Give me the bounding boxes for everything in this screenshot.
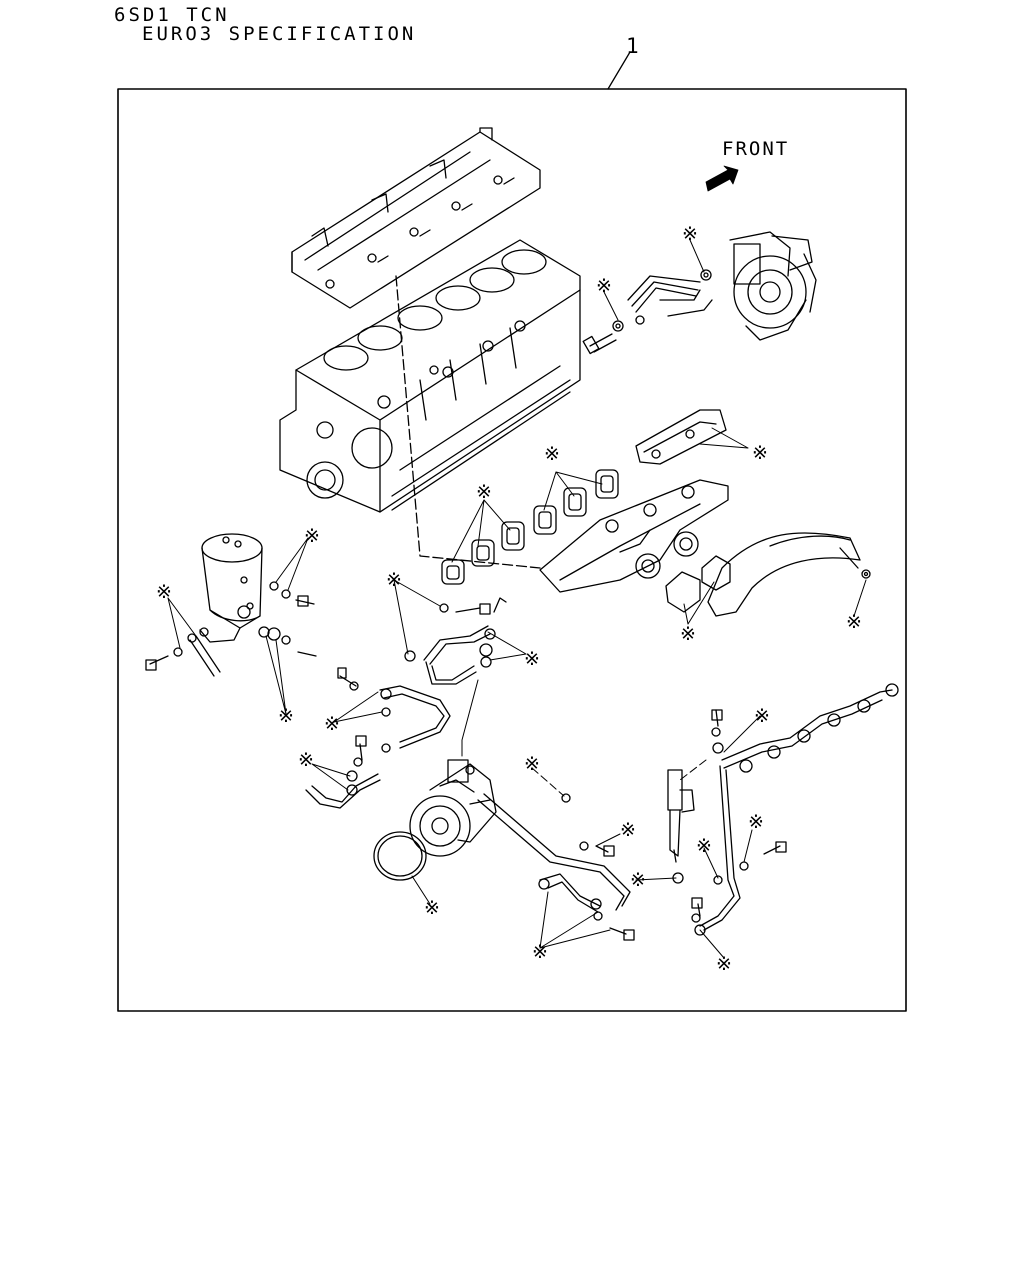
kit-marker: ※	[476, 481, 492, 503]
kit-marker: ※	[524, 753, 540, 775]
kit-marker: ※	[298, 749, 314, 771]
kit-marker: ※	[524, 648, 540, 670]
kit-marker: ※	[754, 705, 770, 727]
left-bolt-set	[145, 576, 317, 671]
cylinder-block	[279, 239, 581, 513]
kit-marker: ※	[680, 623, 696, 645]
item-number-callout: 1	[626, 34, 639, 58]
kit-marker: ※	[278, 705, 294, 727]
kit-marker: ※	[304, 525, 320, 547]
fuel-injection-pipes	[672, 683, 899, 936]
kit-marker: ※	[324, 713, 340, 735]
exhaust-manifold	[539, 479, 729, 593]
kit-marker: ※	[544, 443, 560, 465]
kit-marker: ※	[630, 869, 646, 891]
fuel-injector	[667, 769, 695, 863]
diagram-frame	[117, 88, 907, 1012]
kit-marker: ※	[696, 835, 712, 857]
exhaust-manifold-gasket	[635, 409, 727, 465]
kit-marker: ※	[682, 223, 698, 245]
oil-filter	[199, 533, 263, 643]
kit-marker: ※	[620, 819, 636, 841]
turbo-bolt-set	[582, 269, 712, 355]
air-compressor	[409, 759, 497, 857]
oil-return-pipe	[337, 667, 451, 749]
front-arrow-icon	[705, 165, 739, 192]
kit-marker: ※	[156, 581, 172, 603]
compressor-oring	[373, 831, 427, 881]
kit-leader-lines	[167, 239, 867, 959]
cylinder-head-gasket	[291, 127, 541, 309]
specification-title: EURO3 SPECIFICATION	[142, 23, 417, 45]
kit-marker: ※	[532, 941, 548, 963]
item-leader-line	[607, 51, 631, 90]
oil-pipe-left	[189, 635, 221, 677]
manifold-outlet-gaskets	[665, 555, 731, 613]
turbo-oil-pipes	[627, 275, 713, 317]
compressor-outlet-pipe	[477, 793, 635, 941]
intake-air-pipe	[707, 532, 871, 617]
turbocharger	[729, 231, 817, 341]
engine-model-title: 6SD1 TCN	[114, 4, 230, 26]
kit-marker: ※	[846, 611, 862, 633]
kit-markers: ※ ※ ※ ※ ※ ※ ※ ※ ※ ※ ※ ※ ※ ※ ※ ※ ※ ※ ※ ※ …	[156, 223, 862, 975]
kit-marker: ※	[386, 569, 402, 591]
kit-marker: ※	[752, 442, 768, 464]
front-direction-label: FRONT	[722, 138, 790, 160]
compressor-pipe-left	[305, 735, 391, 809]
oil-feed-pipe	[404, 597, 507, 685]
kit-marker: ※	[716, 953, 732, 975]
kit-marker: ※	[596, 275, 612, 297]
kit-marker: ※	[424, 897, 440, 919]
kit-marker: ※	[748, 811, 764, 833]
leader-line-head	[395, 275, 541, 569]
